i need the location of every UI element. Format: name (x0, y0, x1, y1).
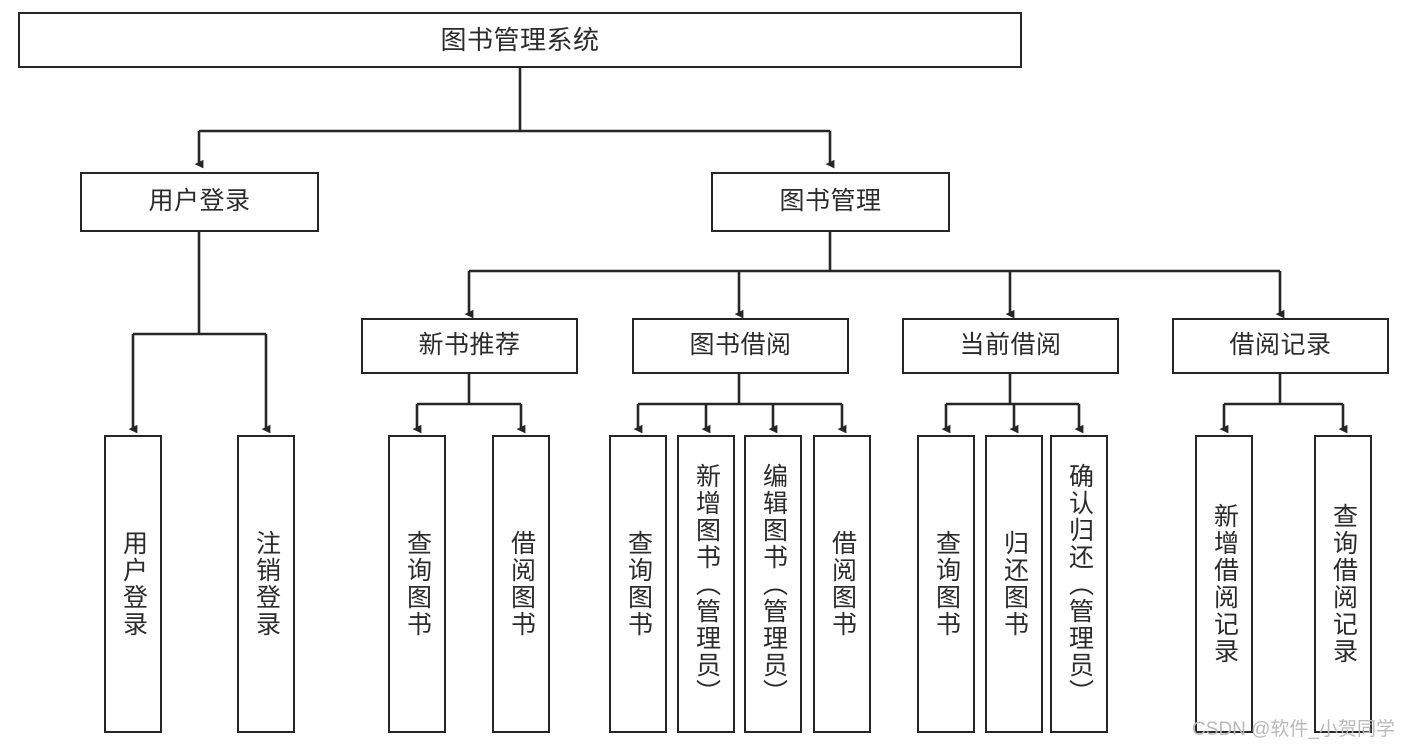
leaf-return-book[interactable]: 归还图书 (985, 435, 1043, 733)
node-label: 归还图书 (1000, 530, 1029, 638)
node-label: 注销登录 (252, 530, 281, 638)
leaf-edit-book-admin[interactable]: 编辑图书（管理员） (744, 435, 802, 733)
node-label: 查询图书 (624, 530, 653, 638)
node-label: 当前借阅 (959, 331, 1062, 360)
node-label: 新书推荐 (418, 331, 521, 360)
node-label: 借阅记录 (1229, 331, 1332, 360)
node-label: 新增图书（管理员） (692, 462, 721, 706)
node-label: 查询借阅记录 (1329, 503, 1358, 665)
leaf-query-book-borrow[interactable]: 查询图书 (609, 435, 667, 733)
node-current-borrow[interactable]: 当前借阅 (902, 318, 1119, 374)
node-label: 图书借阅 (689, 331, 792, 360)
leaf-add-borrow-record[interactable]: 新增借阅记录 (1195, 435, 1253, 733)
leaf-query-book-current[interactable]: 查询图书 (917, 435, 975, 733)
node-book-management[interactable]: 图书管理 (711, 172, 950, 232)
node-label: 查询图书 (403, 530, 432, 638)
node-label: 图书管理 (779, 187, 882, 216)
leaf-query-borrow-record[interactable]: 查询借阅记录 (1314, 435, 1372, 733)
node-label: 用户登录 (148, 187, 251, 216)
leaf-user-login[interactable]: 用户登录 (104, 435, 162, 733)
node-label: 图书管理系统 (440, 24, 600, 55)
leaf-borrow-book-recommend[interactable]: 借阅图书 (492, 435, 550, 733)
leaf-logout-login[interactable]: 注销登录 (237, 435, 295, 733)
node-new-book-recommend[interactable]: 新书推荐 (361, 318, 578, 374)
node-root-book-management-system[interactable]: 图书管理系统 (18, 12, 1022, 68)
node-label: 借阅图书 (507, 530, 536, 638)
leaf-confirm-return-admin[interactable]: 确认归还（管理员） (1050, 435, 1108, 733)
node-label: 借阅图书 (828, 530, 857, 638)
node-book-borrow[interactable]: 图书借阅 (632, 318, 849, 374)
leaf-add-book-admin[interactable]: 新增图书（管理员） (677, 435, 735, 733)
node-label: 用户登录 (119, 530, 148, 638)
node-label: 新增借阅记录 (1210, 503, 1239, 665)
leaf-query-book-recommend[interactable]: 查询图书 (388, 435, 446, 733)
csdn-watermark: CSDN @软件_小贺同学 (1192, 719, 1395, 740)
leaf-borrow-book[interactable]: 借阅图书 (813, 435, 871, 733)
node-borrow-record[interactable]: 借阅记录 (1172, 318, 1389, 374)
node-label: 编辑图书（管理员） (759, 462, 788, 706)
node-label: 查询图书 (932, 530, 961, 638)
node-user-login[interactable]: 用户登录 (80, 172, 319, 232)
node-label: 确认归还（管理员） (1065, 462, 1094, 706)
